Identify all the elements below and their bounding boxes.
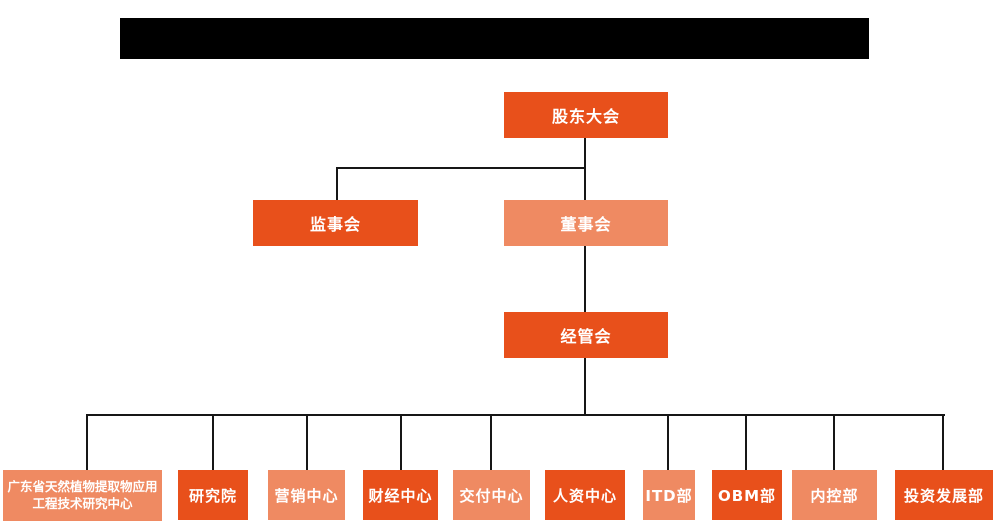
- node-dept-finance-center: 财经中心: [363, 470, 438, 520]
- node-label: 研究院: [188, 486, 237, 505]
- node-board-of-directors: 董事会: [504, 200, 668, 246]
- node-dept-investment-development: 投资发展部: [895, 470, 993, 520]
- node-label: 内控部: [810, 486, 859, 505]
- node-supervisory-board: 监事会: [253, 200, 418, 246]
- connector-line: [400, 414, 402, 470]
- connector-line: [667, 414, 669, 470]
- node-label: ITD部: [645, 486, 693, 505]
- connector-line: [584, 358, 586, 416]
- node-label: OBM部: [717, 486, 777, 505]
- connector-line: [942, 414, 944, 470]
- node-label: 董事会: [560, 215, 612, 234]
- node-label: 股东大会: [551, 107, 620, 126]
- connector-line: [490, 414, 492, 470]
- node-dept-itd: ITD部: [643, 470, 695, 520]
- connector-line: [584, 246, 586, 312]
- node-label: 财经中心: [368, 486, 433, 505]
- connector-line: [306, 414, 308, 470]
- connector-line: [584, 138, 586, 200]
- node-dept-research-center: 广东省天然植物提取物应用工程技术研究中心: [3, 470, 162, 521]
- node-label: 营销中心: [274, 486, 339, 505]
- node-dept-hr-center: 人资中心: [545, 470, 625, 520]
- connector-line: [745, 414, 747, 470]
- connector-line: [336, 167, 338, 200]
- node-dept-marketing-center: 营销中心: [268, 470, 345, 520]
- node-label: 监事会: [309, 215, 361, 234]
- node-label: 交付中心: [459, 486, 524, 505]
- node-label: 人资中心: [552, 486, 617, 505]
- connector-line: [86, 414, 88, 470]
- node-label: 投资发展部: [903, 486, 984, 505]
- connector-line: [212, 414, 214, 470]
- node-dept-research-institute: 研究院: [178, 470, 248, 520]
- redacted-title-bar: [120, 18, 869, 59]
- node-management-committee: 经管会: [504, 312, 668, 358]
- node-dept-obm: OBM部: [712, 470, 782, 520]
- node-dept-delivery-center: 交付中心: [453, 470, 530, 520]
- node-label: 广东省天然植物提取物应用工程技术研究中心: [7, 478, 158, 511]
- node-shareholders-meeting: 股东大会: [504, 92, 668, 138]
- node-label: 经管会: [560, 327, 612, 346]
- connector-line: [87, 414, 945, 416]
- connector-line: [833, 414, 835, 470]
- connector-line: [336, 167, 586, 169]
- node-dept-internal-control: 内控部: [792, 470, 877, 520]
